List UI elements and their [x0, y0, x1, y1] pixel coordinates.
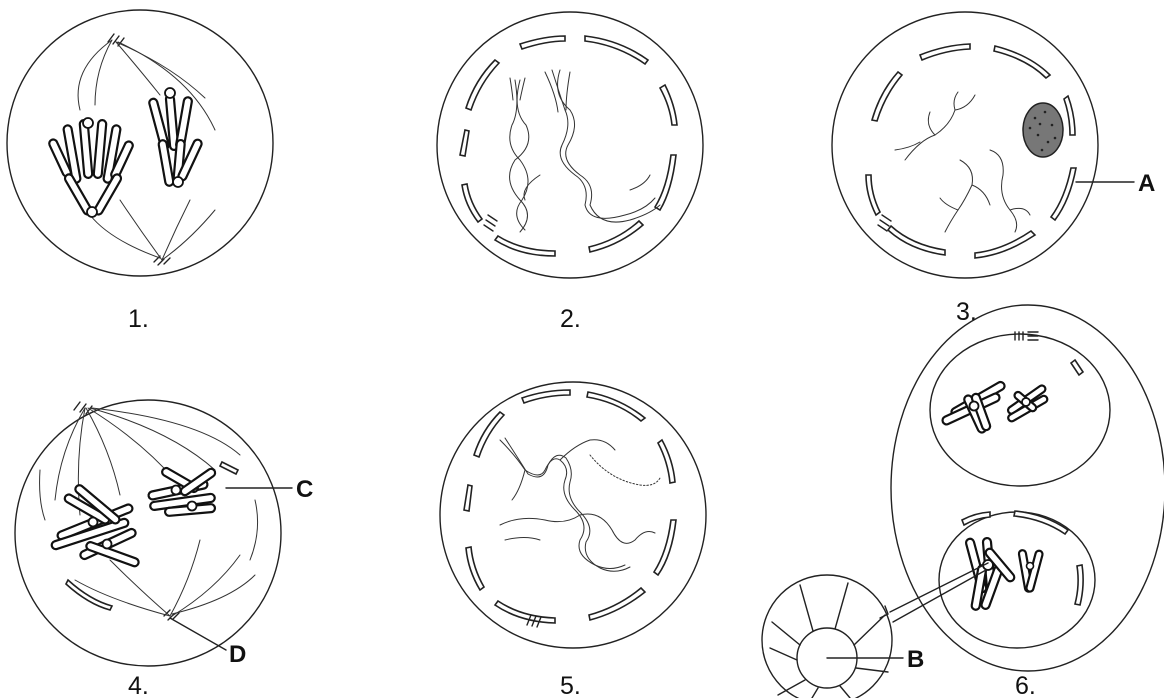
figure-label-5: 5. [560, 672, 581, 698]
chromosomes-1 [48, 88, 203, 217]
nucleus-lower-6 [939, 512, 1095, 648]
nuclear-envelope-2 [460, 36, 677, 256]
cell-5: 5. [440, 382, 706, 698]
cell-2: 2. [437, 12, 703, 333]
inset-magnified-view [762, 575, 892, 698]
figure-label-4: 4. [128, 672, 149, 698]
pointer-D-line [170, 618, 226, 650]
envelope-fragment-4b [220, 462, 238, 474]
pointer-label-A: A [1138, 170, 1155, 197]
chromosomes-6-lower [965, 538, 1043, 611]
cell-1: 1. [7, 10, 273, 333]
pointer-label-C: C [296, 476, 313, 503]
figure-label-6: 6. [1015, 672, 1036, 698]
cell-3: A 3. [832, 12, 1155, 326]
envelope-fragment-6a [1071, 360, 1083, 375]
centriole-6 [1015, 332, 1038, 340]
chromatids-2 [510, 70, 660, 232]
cell-4: C D 4. [15, 400, 313, 698]
cell-6: B 6. [762, 305, 1164, 698]
pointer-label-D: D [229, 641, 246, 668]
inset-spindle-fibres [770, 583, 888, 698]
figure-label-2: 2. [560, 305, 581, 333]
centriole-2 [484, 215, 497, 231]
nuclear-envelope-5 [464, 390, 676, 623]
chromatids-5 [500, 438, 655, 571]
chromatin-3 [895, 92, 1030, 232]
chromatid-faint-5 [590, 455, 660, 485]
pointer-label-B: B [907, 646, 924, 673]
chromosomes-4 [51, 467, 217, 568]
figure-label-1: 1. [128, 305, 149, 333]
chromosomes-6-upper [941, 381, 1048, 434]
figure-label-3: 3. [956, 298, 977, 326]
nucleolus [1023, 103, 1063, 157]
